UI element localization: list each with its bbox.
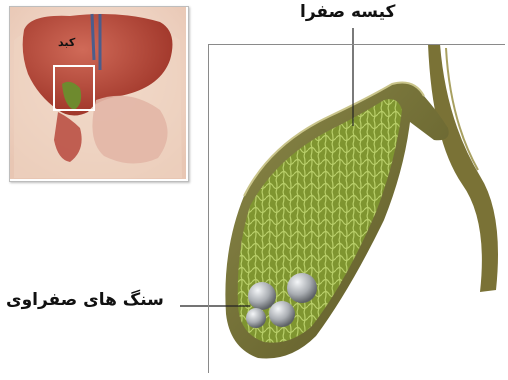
liver-label: کبد: [58, 36, 75, 49]
zoom-frame: [208, 44, 505, 373]
gallbladder-label: کیسه صفرا: [300, 2, 395, 22]
gallstones-label: سنگ های صفراوی: [6, 290, 164, 310]
inset-frame: [9, 6, 189, 182]
